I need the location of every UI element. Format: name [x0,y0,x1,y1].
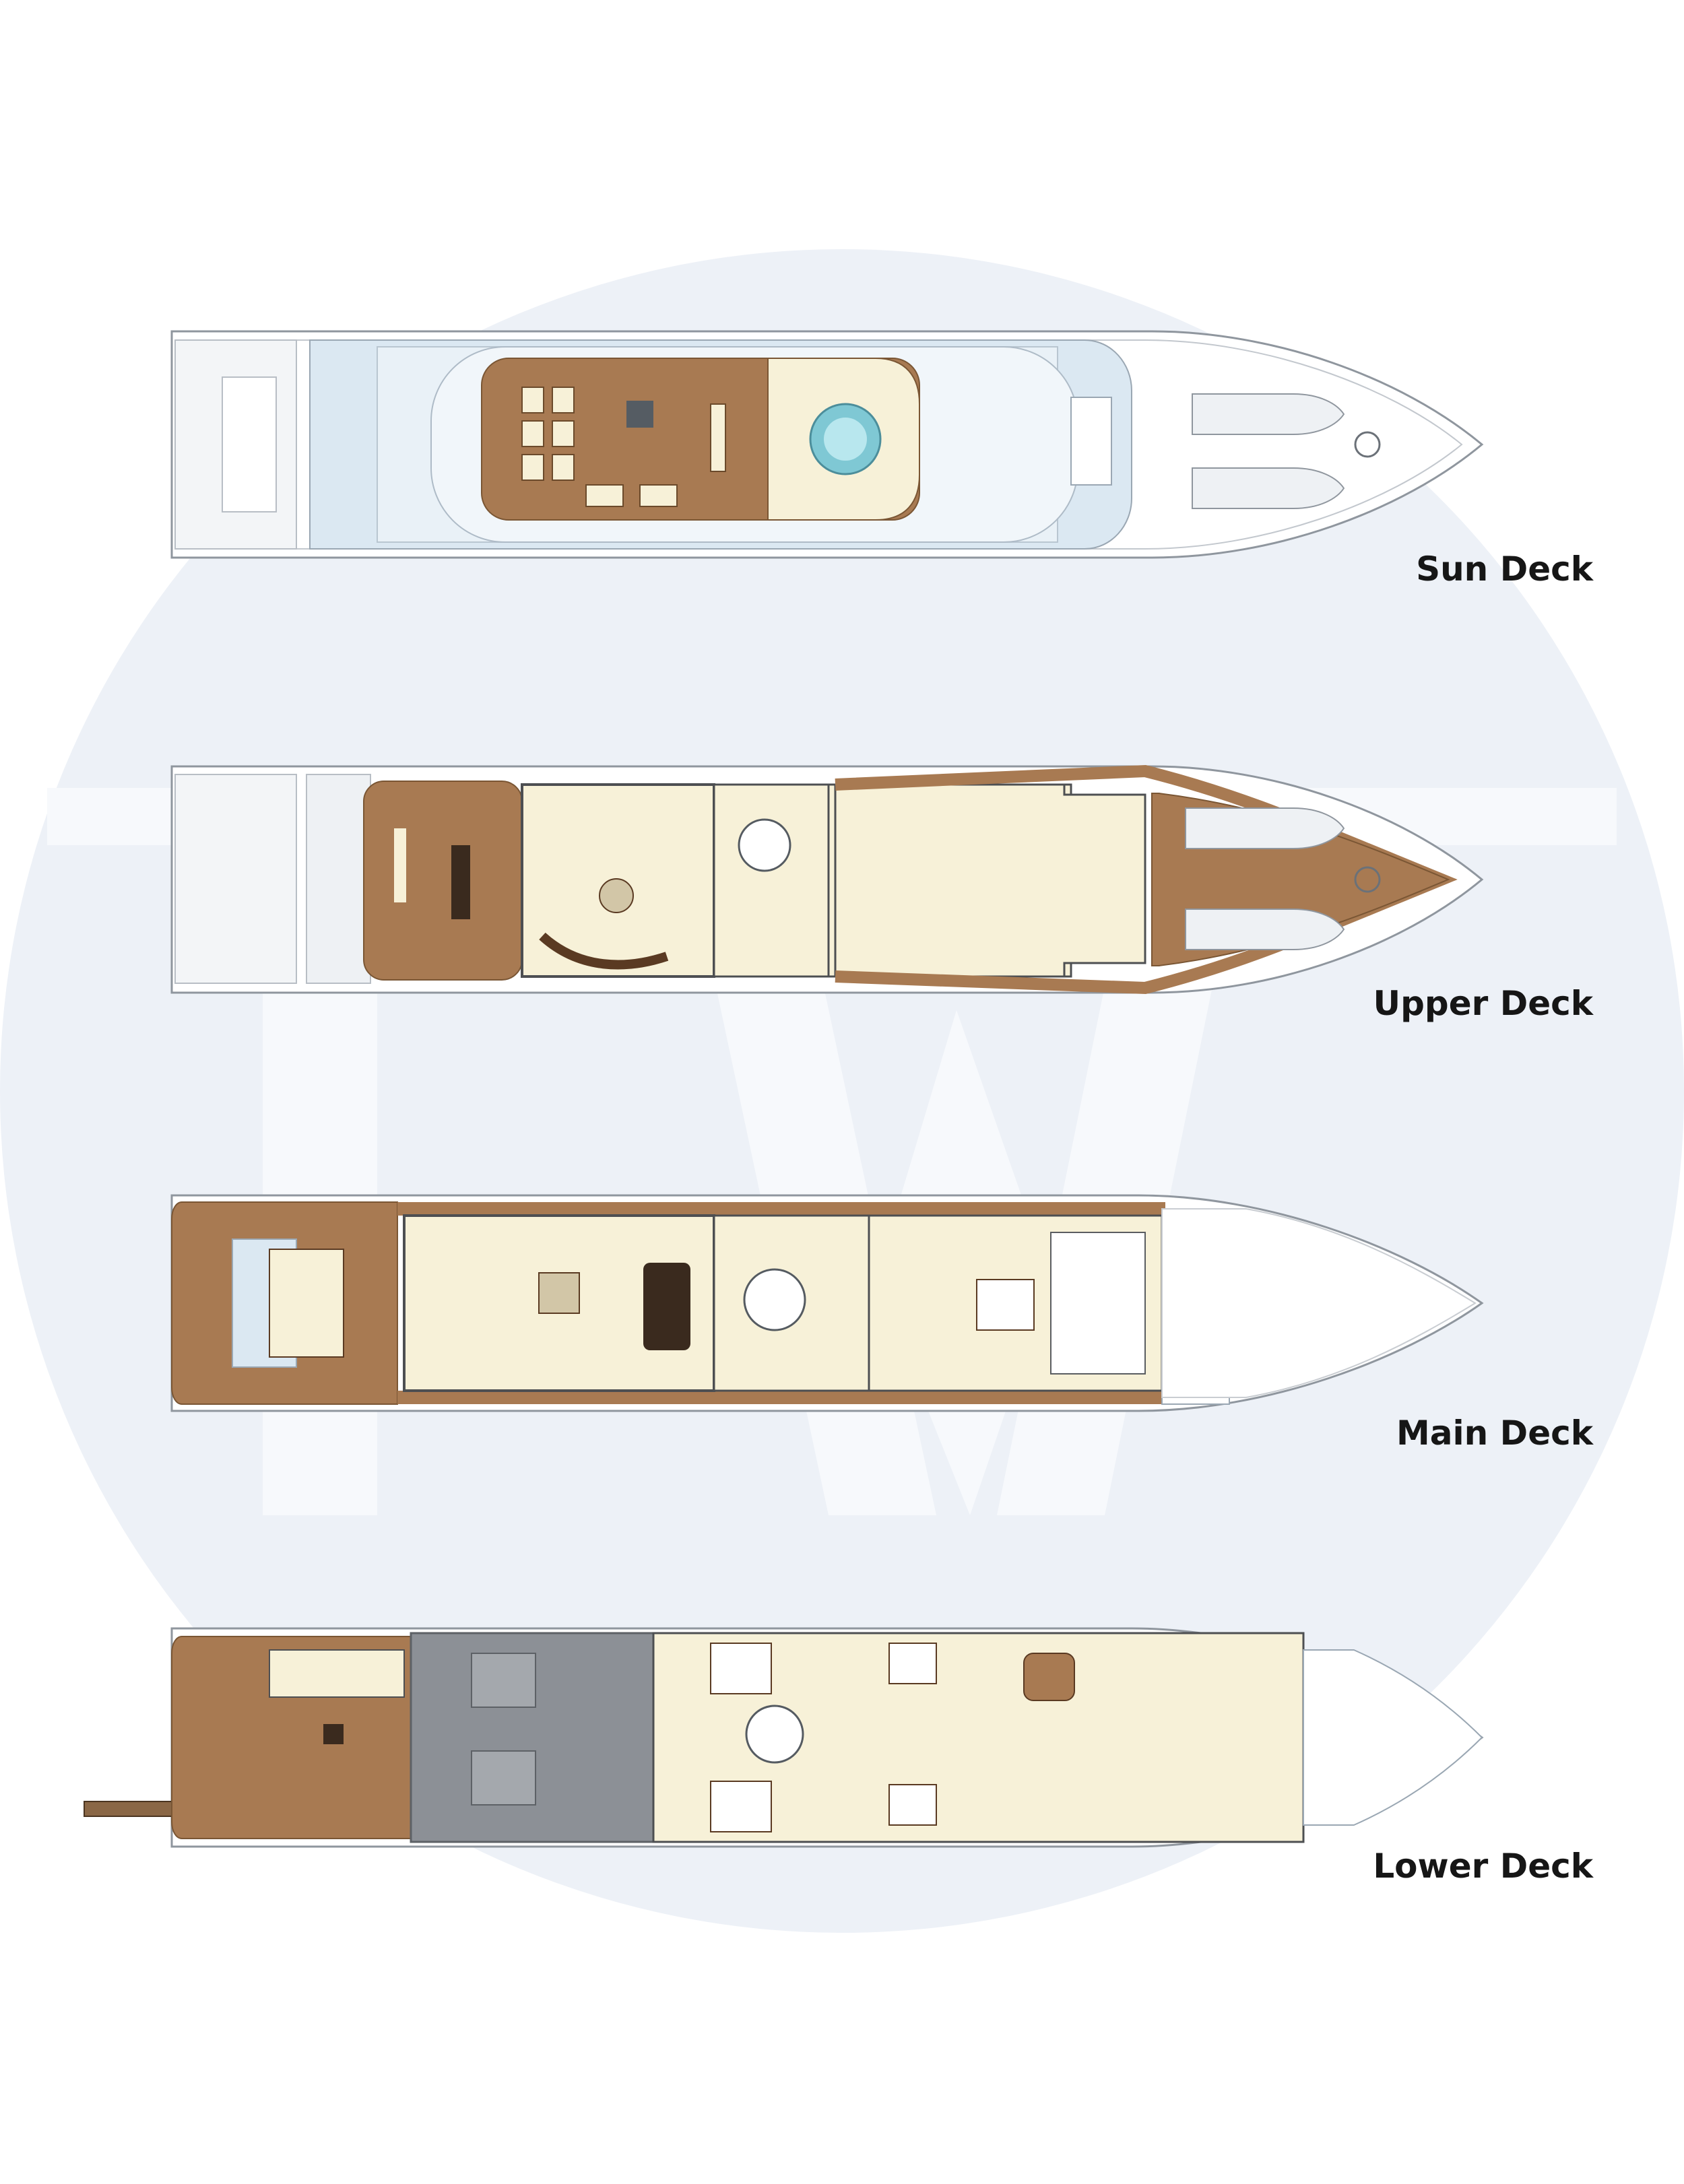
deck-label-lower: Lower Deck [1373,1847,1594,1886]
deck-labels: Sun Deck Upper Deck Main Deck Lower Deck [1373,550,1594,1886]
sun-deck-plan [170,330,1484,559]
open-foredeck [1161,1208,1477,1398]
dining-table-icon [451,845,470,919]
tender-boat-icon [1192,393,1345,509]
deck-label-main: Main Deck [1396,1414,1594,1453]
deck-label-upper: Upper Deck [1373,984,1594,1023]
aft-teak-deck [363,781,523,981]
bed-icon [976,1279,1035,1331]
lower-deck-plan [84,1627,1484,1848]
spiral-staircase-icon [738,818,791,872]
spiral-staircase-icon [743,1268,806,1331]
deck-label-sun: Sun Deck [1416,550,1594,589]
wheelhouse [834,783,1146,978]
dining-table-icon [643,1263,690,1350]
spiral-staircase-icon [745,1705,804,1764]
main-deck-plan [170,1194,1484,1412]
tender-boat-icon [1185,807,1345,950]
bed-icon [710,1643,772,1694]
sofa-icon [539,932,669,970]
upper-deck-plan [170,764,1484,995]
